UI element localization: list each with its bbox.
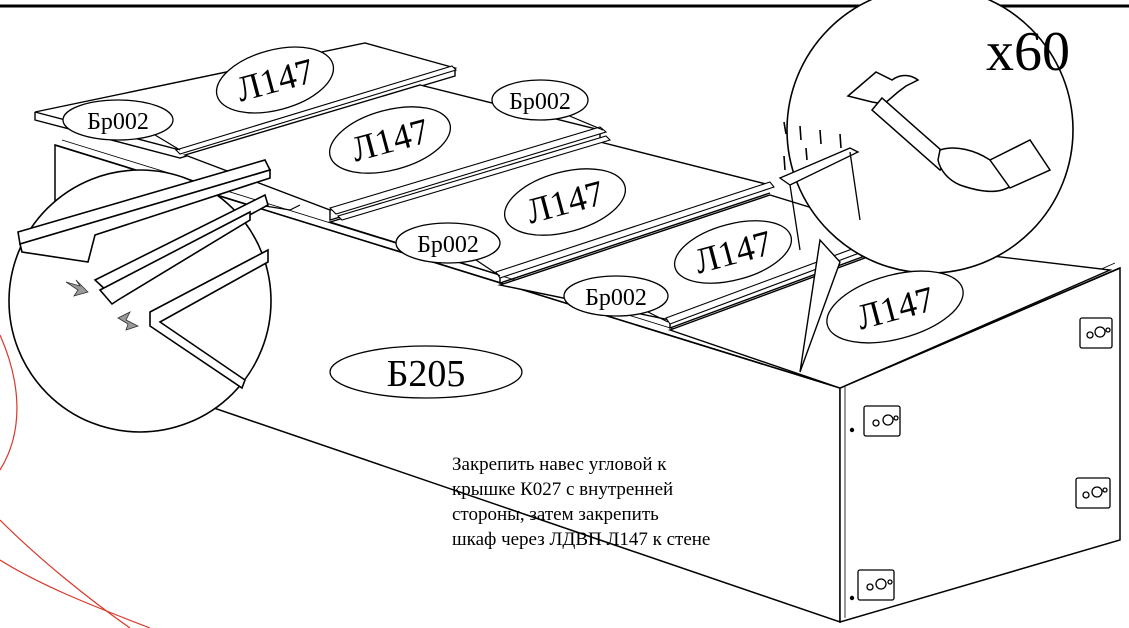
note-line: стороны, затем закрепить	[452, 504, 659, 525]
note-line: крышке К027 с внутренней	[452, 479, 674, 500]
label-text: Бр002	[87, 109, 149, 135]
label-strip-3: Бр002	[395, 222, 501, 277]
labels: Л147 Л147 Л147 Л147 Л147 Бр002 Бр002	[62, 21, 1070, 399]
label-text: Бр002	[585, 285, 647, 311]
label-board-3: Л147	[503, 168, 627, 236]
label-strip-4: Бр002	[563, 275, 669, 323]
label-board-2: Л147	[328, 106, 452, 174]
label-text: Бр002	[509, 89, 571, 115]
joint-strips	[174, 65, 903, 325]
label-strip-1: Бр002	[62, 99, 181, 151]
label-board-1: Л147	[215, 46, 335, 114]
mounting-bracket-icon	[857, 317, 1113, 601]
label-text: Бр002	[417, 232, 479, 258]
label-strip-2: Бр002	[491, 79, 604, 131]
note-line: шкаф через ЛДВП Л147 к стене	[452, 529, 711, 550]
label-body: Б205	[329, 345, 523, 399]
guide-curves	[0, 334, 151, 628]
assembly-note: Закрепить навес угловой к крышке К027 с …	[452, 452, 752, 552]
callout-arrow-icon	[65, 279, 140, 331]
label-text: Б205	[387, 353, 466, 395]
panel-edge-in-circle	[778, 147, 861, 251]
hinge-dots	[849, 427, 855, 601]
label-board-4: Л147	[673, 220, 793, 284]
note-line: Закрепить навес угловой к	[452, 454, 667, 475]
label-board-5: Л147	[826, 270, 964, 344]
hammer-icon	[846, 71, 1052, 193]
detail-circle-right	[778, 0, 1074, 373]
nail-icon	[783, 121, 842, 171]
detail-circle-left	[8, 159, 301, 433]
quantity-label: x60	[986, 21, 1070, 83]
